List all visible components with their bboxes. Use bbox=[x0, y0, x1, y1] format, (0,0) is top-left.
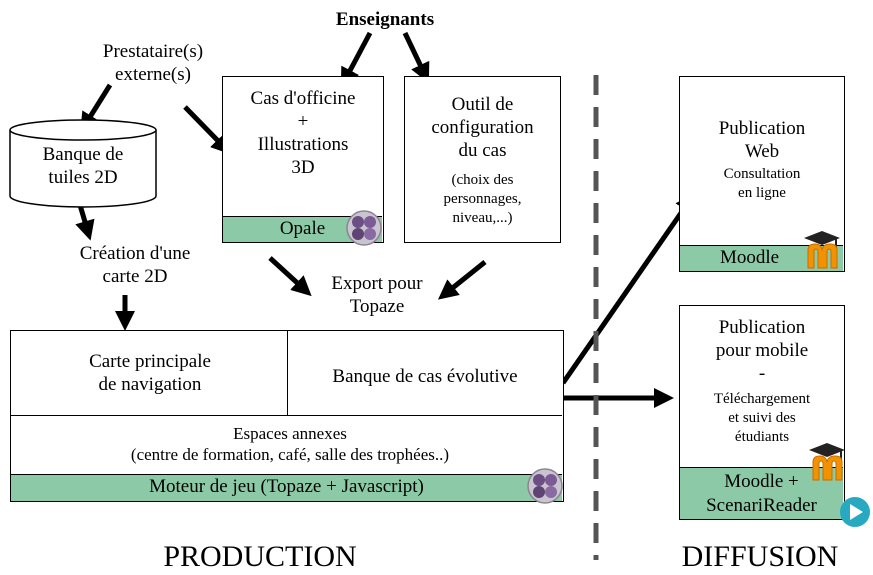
arrow-opale-export bbox=[268, 256, 312, 297]
export-line-1: Export pour bbox=[331, 273, 423, 294]
arrow-prestataire-cas bbox=[183, 105, 232, 155]
arrow-prestataire-tuiles bbox=[80, 83, 113, 133]
pub-web-title: Publication Web bbox=[680, 117, 844, 163]
opale-logo-icon bbox=[346, 210, 382, 246]
moteur-jeu-box bbox=[10, 330, 564, 502]
arrow-enseignants-outil bbox=[402, 31, 430, 84]
moteur-inner-vdivider bbox=[287, 331, 288, 415]
arrow-outil-export bbox=[437, 260, 487, 300]
outil-detail-3: niveau,...) bbox=[452, 210, 513, 226]
moteur-band-label: Moteur de jeu (Topaze + Javascript) bbox=[149, 476, 424, 497]
outil-detail-1: (choix des bbox=[451, 172, 514, 188]
banque-tuiles-line-2: tuiles 2D bbox=[48, 167, 118, 188]
creation-carte-line-1: Création d'une bbox=[79, 243, 191, 264]
pub-mobile-box: Publication pour mobile - Téléchargement… bbox=[679, 305, 845, 520]
outil-config-text: Outil de configuration du cas bbox=[405, 93, 560, 162]
banque-tuiles-line-1: Banque de bbox=[42, 144, 124, 165]
prestataire-label: Prestataire(s) externe(s) bbox=[78, 40, 228, 86]
pub-mobile-title: Publication pour mobile - bbox=[680, 316, 844, 385]
arrow-tuiles-creation bbox=[75, 204, 95, 241]
pub-mobile-detail-2: et suivi des bbox=[728, 410, 796, 426]
pub-mobile-line-1: Publication bbox=[718, 317, 806, 338]
pub-web-detail-2: en ligne bbox=[738, 185, 786, 201]
cas-officine-line-4: 3D bbox=[291, 157, 315, 178]
espaces-annexes-text: Espaces annexes (centre de formation, ca… bbox=[60, 423, 520, 465]
pub-mobile-line-3: - bbox=[758, 363, 766, 384]
cas-officine-line-3: Illustrations bbox=[257, 134, 349, 155]
scenari-reader-icon bbox=[840, 497, 870, 527]
pub-mobile-detail: Téléchargement et suivi des étudiants bbox=[680, 390, 844, 447]
pub-web-line-2: Web bbox=[744, 141, 780, 162]
opale-logo-icon-moteur bbox=[527, 468, 563, 504]
arrow-moteur-web bbox=[560, 192, 696, 385]
moodle-band-web: Moodle bbox=[680, 245, 843, 271]
carte-line-1: Carte principale bbox=[89, 351, 211, 372]
outil-line-1: Outil de bbox=[451, 94, 514, 115]
outil-line-2: configuration bbox=[431, 117, 534, 138]
prestataire-line-1: Prestataire(s) bbox=[102, 41, 204, 62]
enseignants-label: Enseignants bbox=[335, 9, 435, 30]
prestataire-line-2: externe(s) bbox=[115, 64, 191, 85]
creation-carte-label: Création d'une carte 2D bbox=[40, 242, 230, 288]
diffusion-label: DIFFUSION bbox=[681, 540, 839, 573]
espaces-line-1: Espaces annexes bbox=[233, 424, 347, 443]
outil-config-detail: (choix des personnages, niveau,...) bbox=[405, 171, 560, 228]
banque-tuiles-cylinder bbox=[9, 119, 157, 208]
export-line-2: Topaze bbox=[349, 296, 405, 317]
opale-label: Opale bbox=[279, 218, 326, 239]
pub-web-detail: Consultation en ligne bbox=[680, 165, 844, 203]
pub-web-line-1: Publication bbox=[718, 118, 806, 139]
production-label: PRODUCTION bbox=[163, 540, 357, 573]
cas-officine-line-2: + bbox=[297, 111, 309, 132]
espaces-line-2: (centre de formation, café, salle des tr… bbox=[130, 445, 450, 464]
banque-cas-text: Banque de cas évolutive bbox=[332, 366, 518, 387]
moodle-label-web: Moodle bbox=[719, 247, 780, 268]
moteur-inner-hdivider bbox=[11, 415, 562, 416]
outil-detail-2: personnages, bbox=[443, 191, 522, 207]
moodle-logo-icon bbox=[804, 231, 840, 269]
moodle-logo-icon-mobile bbox=[809, 443, 845, 481]
pub-mobile-detail-1: Téléchargement bbox=[713, 391, 811, 407]
pub-mobile-line-2: pour mobile bbox=[715, 340, 809, 361]
cas-officine-line-1: Cas d'officine bbox=[250, 88, 356, 109]
pub-web-detail-1: Consultation bbox=[723, 166, 801, 182]
outil-line-3: du cas bbox=[458, 140, 507, 161]
scenari-reader-label: ScenariReader bbox=[706, 495, 817, 516]
pub-mobile-detail-3: étudiants bbox=[734, 429, 790, 445]
moteur-band: Moteur de jeu (Topaze + Javascript) bbox=[11, 474, 562, 501]
arrow-enseignants-cas bbox=[340, 31, 373, 88]
moodle-plus-label: Moodle + bbox=[724, 471, 799, 492]
export-topaze-label: Export pour Topaze bbox=[302, 272, 452, 318]
cas-officine-text: Cas d'officine + Illustrations 3D bbox=[223, 87, 383, 179]
outil-config-box: Outil de configuration du cas (choix des… bbox=[404, 76, 561, 243]
creation-carte-line-2: carte 2D bbox=[102, 266, 168, 287]
banque-tuiles-label: Banque de tuiles 2D bbox=[10, 143, 156, 189]
moodle-scenari-band: Moodle + ScenariReader bbox=[680, 467, 843, 519]
carte-principale-text: Carte principale de navigation bbox=[40, 350, 260, 396]
carte-line-2: de navigation bbox=[98, 374, 202, 395]
